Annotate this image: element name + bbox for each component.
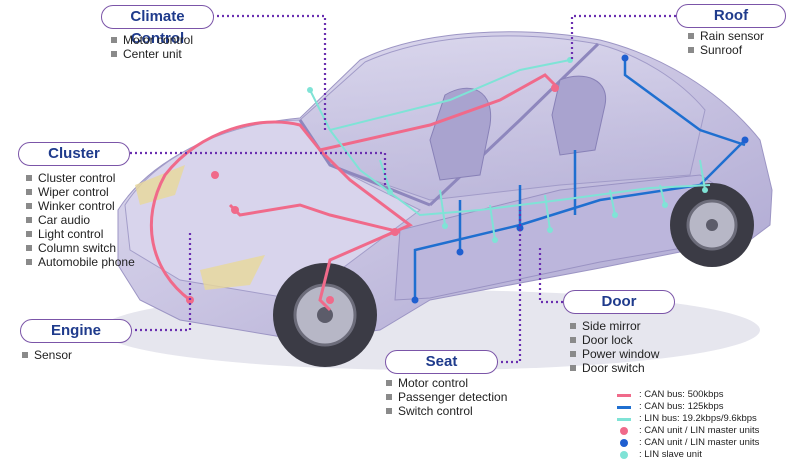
legend-lin-slave: : LIN slave unit [617,449,759,461]
legend-can-500-text: : CAN bus: 500kbps [639,389,724,400]
legend-can-125-swatch [617,406,631,409]
engine-item: Sensor [22,348,72,362]
lin-slave-unit [612,212,618,218]
legend-lin-bus-text: : LIN bus: 19.2kbps/9.6kbps [639,413,757,424]
can-unit-blue [622,55,629,62]
legend-can-unit-red-text: : CAN unit / LIN master units [639,425,759,436]
door-item: Door lock [570,333,659,347]
can-unit-blue [412,297,419,304]
legend-cyan-dot-icon [620,451,628,459]
legend-lin-slave-text: : LIN slave unit [639,449,702,460]
seat-item: Switch control [386,404,507,418]
legend-can-500-swatch [617,394,631,397]
cluster-item: Light control [26,227,135,241]
legend-lin-bus-swatch [617,418,631,421]
lin-slave-unit [387,189,393,195]
seat-item: Passenger detection [386,390,507,404]
cluster-item: Car audio [26,213,135,227]
seat-item: Motor control [386,376,507,390]
cluster-item: Column switch [26,241,135,255]
roof-label: Roof [676,4,786,28]
door-item: Power window [570,347,659,361]
cluster-item: Winker control [26,199,135,213]
seat-items: Motor control Passenger detection Switch… [386,376,507,418]
legend: : CAN bus: 500kbps : CAN bus: 125kbps : … [617,389,759,461]
engine-label: Engine [20,319,132,343]
can-unit-red [551,84,559,92]
legend-red-dot-icon [620,427,628,435]
climate-item: Motor control [111,33,193,47]
climate-control-items: Motor control Center unit [111,33,193,61]
lin-slave-unit [547,227,553,233]
seat-label: Seat [385,350,498,374]
can-unit-red [326,296,334,304]
lin-slave-unit [307,87,313,93]
cluster-item: Cluster control [26,171,135,185]
roof-item: Rain sensor [688,29,764,43]
cluster-label: Cluster [18,142,130,166]
door-item: Door switch [570,361,659,375]
door-item: Side mirror [570,319,659,333]
legend-can-unit-blue-text: : CAN unit / LIN master units [639,437,759,448]
cluster-items: Cluster control Wiper control Winker con… [26,171,135,269]
legend-can-125-text: : CAN bus: 125kbps [639,401,724,412]
lin-slave-unit [492,237,498,243]
roof-items: Rain sensor Sunroof [688,29,764,57]
legend-can-125: : CAN bus: 125kbps [617,401,759,413]
legend-lin-bus: : LIN bus: 19.2kbps/9.6kbps [617,413,759,425]
legend-can-unit-red: : CAN unit / LIN master units [617,425,759,437]
legend-can-unit-blue: : CAN unit / LIN master units [617,437,759,449]
can-unit-red [391,228,399,236]
can-unit-blue [457,249,464,256]
legend-can-500: : CAN bus: 500kbps [617,389,759,401]
cluster-item: Automobile phone [26,255,135,269]
can-unit-red [211,171,219,179]
lin-slave-unit [442,223,448,229]
door-label: Door [563,290,675,314]
climate-item: Center unit [111,47,193,61]
climate-control-label: Climate Control [101,5,214,29]
can-unit-blue [742,137,749,144]
roof-item: Sunroof [688,43,764,57]
cluster-item: Wiper control [26,185,135,199]
lin-slave-unit [662,202,668,208]
door-items: Side mirror Door lock Power window Door … [570,319,659,375]
engine-items: Sensor [22,348,72,362]
lin-slave-unit [702,187,708,193]
legend-blue-dot-icon [620,439,628,447]
can-unit-red [231,206,239,214]
